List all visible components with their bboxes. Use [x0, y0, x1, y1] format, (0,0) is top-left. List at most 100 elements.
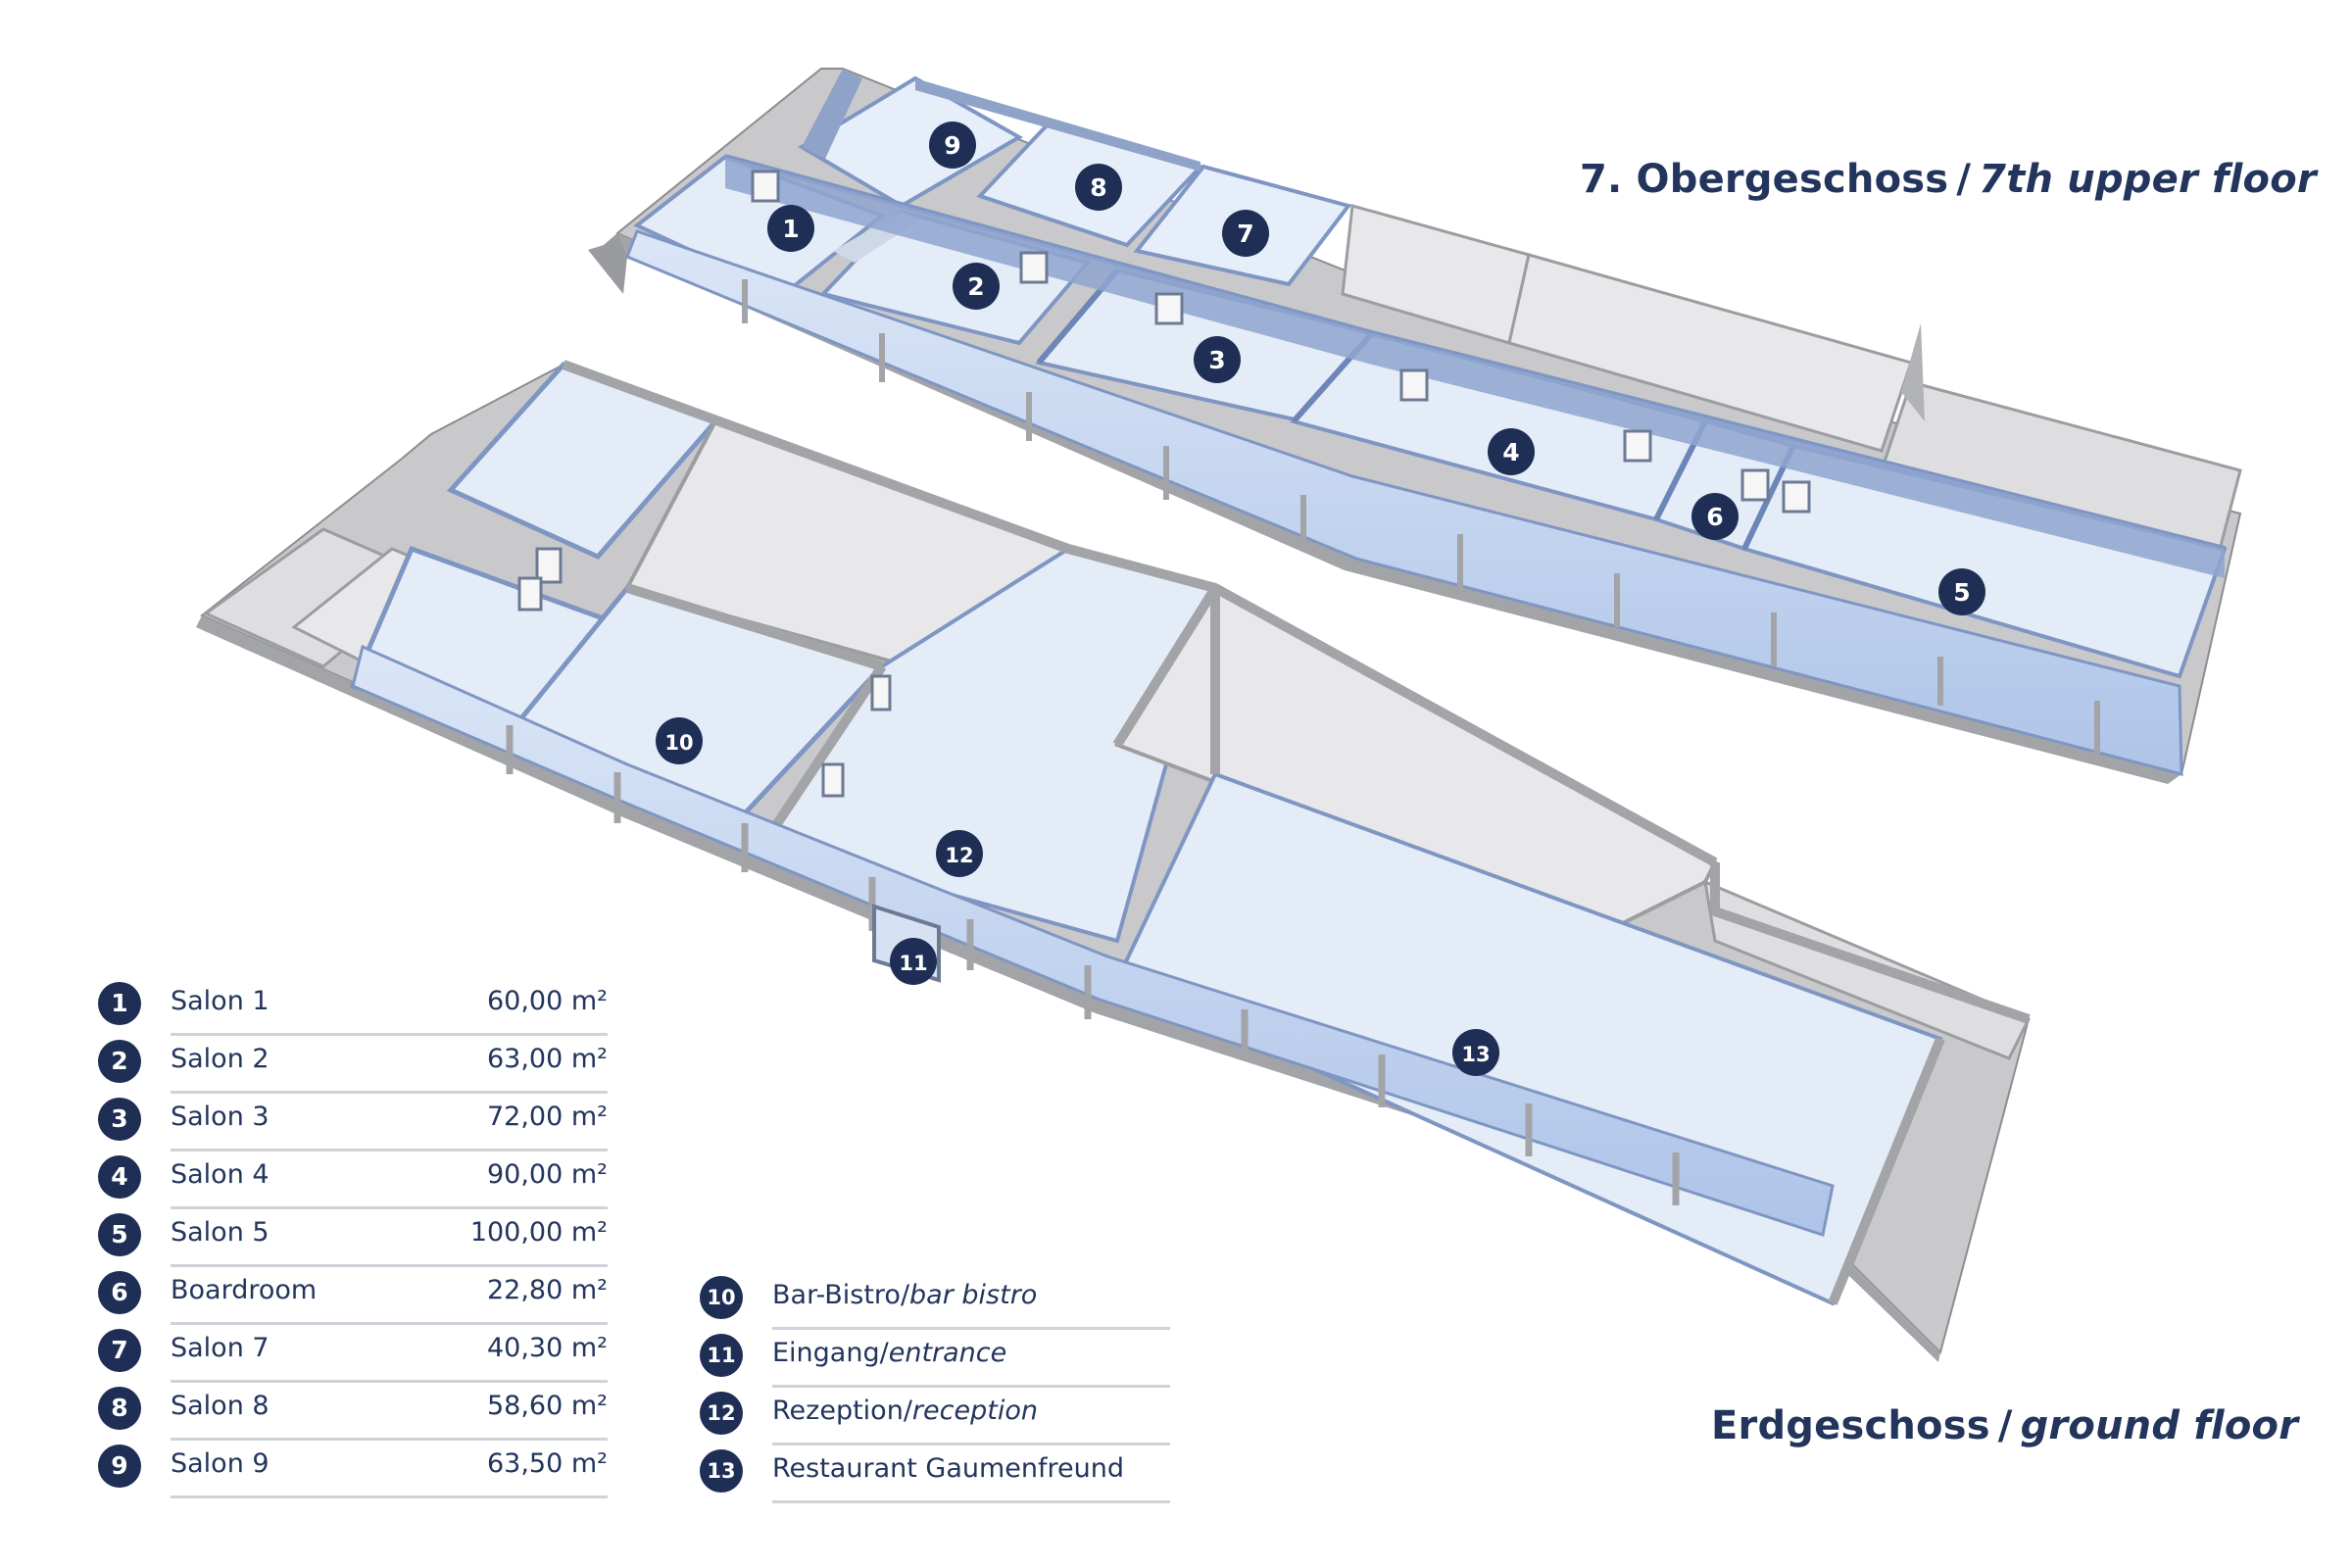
legend-room-name: Salon 3 — [171, 1102, 270, 1132]
legend-number-badge: 4 — [98, 1155, 141, 1199]
svg-text:12: 12 — [945, 844, 973, 867]
legend-number-badge: 10 — [700, 1276, 743, 1319]
svg-text:5: 5 — [1953, 578, 1970, 607]
legend-area-name-en: entrance — [888, 1338, 1007, 1368]
marker-12[interactable]: 12 — [936, 830, 983, 877]
svg-text:4: 4 — [1502, 438, 1519, 466]
legend-room-size: 58,60 m² — [486, 1391, 608, 1421]
marker-10[interactable]: 10 — [656, 717, 703, 764]
ground-floor-title-en: ground floor — [2020, 1403, 2299, 1448]
svg-text:10: 10 — [664, 731, 693, 755]
legend-row-bar-bistro[interactable]: 10 Bar-Bistro/bar bistro — [700, 1274, 1190, 1332]
legend-number-badge: 7 — [98, 1329, 141, 1372]
legend-divider — [171, 1380, 608, 1383]
legend-divider — [772, 1500, 1170, 1503]
legend-area-separator: / — [900, 1280, 910, 1310]
legend-divider — [171, 1322, 608, 1325]
legend-number-badge: 5 — [98, 1213, 141, 1256]
legend-area-separator: / — [879, 1338, 889, 1368]
legend-divider — [171, 1438, 608, 1441]
marker-4[interactable]: 4 — [1488, 428, 1535, 475]
upper-floor-plan — [588, 68, 2242, 784]
marker-6[interactable]: 6 — [1691, 493, 1739, 540]
legend-room-size: 40,30 m² — [486, 1333, 608, 1363]
legend-room-size: 90,00 m² — [486, 1159, 608, 1190]
legend-room-name: Salon 2 — [171, 1044, 270, 1074]
legend-number-badge: 9 — [98, 1445, 141, 1488]
legend-room-name: Salon 9 — [171, 1448, 270, 1479]
upper-floor-title-en: 7th upper floor — [1979, 157, 2317, 202]
ground-floor-title-de: Erdgeschoss — [1711, 1403, 1990, 1448]
legend-area-name-de: Restaurant Gaumenfreund — [772, 1453, 1124, 1484]
legend-room-name: Salon 4 — [171, 1159, 270, 1190]
legend-divider — [772, 1385, 1170, 1388]
legend-room-name: Boardroom — [171, 1275, 318, 1305]
legend-room-name: Salon 8 — [171, 1391, 270, 1421]
legend-row-reception[interactable]: 12 Rezeption/reception — [700, 1390, 1190, 1447]
svg-text:13: 13 — [1461, 1043, 1490, 1066]
legend-area-separator: / — [903, 1396, 912, 1426]
legend-area-name: Restaurant Gaumenfreund — [772, 1453, 1124, 1484]
marker-1[interactable]: 1 — [767, 205, 814, 252]
marker-7[interactable]: 7 — [1222, 210, 1269, 257]
legend-area-name: Eingang/entrance — [772, 1338, 1006, 1368]
legend-number-badge: 13 — [700, 1449, 743, 1493]
marker-2[interactable]: 2 — [953, 263, 1000, 310]
legend-divider — [171, 1495, 608, 1498]
plan-markers: 1 2 3 4 5 6 7 8 9 10 11 12 13 — [656, 122, 1985, 1076]
legend-row-restaurant[interactable]: 13 Restaurant Gaumenfreund — [700, 1447, 1190, 1505]
legend-room-size: 72,00 m² — [486, 1102, 608, 1132]
marker-11[interactable]: 11 — [890, 938, 937, 985]
legend-row-salon-4[interactable]: 4 Salon 4 90,00 m² — [98, 1153, 608, 1211]
legend-number-badge: 11 — [700, 1334, 743, 1377]
legend-divider — [171, 1033, 608, 1036]
legend-row-salon-2[interactable]: 2 Salon 2 63,00 m² — [98, 1038, 608, 1096]
upper-floor-title-de: 7. Obergeschoss — [1580, 157, 1949, 202]
marker-13[interactable]: 13 — [1452, 1029, 1499, 1076]
legend-number-badge: 2 — [98, 1040, 141, 1083]
legend-row-salon-8[interactable]: 8 Salon 8 58,60 m² — [98, 1385, 608, 1443]
ground-floor-plan — [196, 360, 2032, 1362]
upper-floor-title-separator: / — [1956, 157, 1972, 202]
legend-area-name-de: Bar-Bistro — [772, 1280, 901, 1310]
legend-area-name-en: reception — [911, 1396, 1038, 1426]
legend-room-size: 60,00 m² — [486, 986, 608, 1016]
legend-divider — [171, 1149, 608, 1152]
legend-room-size: 100,00 m² — [469, 1217, 608, 1248]
legend-number-badge: 1 — [98, 982, 141, 1025]
legend-area-name-de: Rezeption — [772, 1396, 904, 1426]
marker-3[interactable]: 3 — [1194, 336, 1241, 383]
svg-text:7: 7 — [1237, 220, 1253, 248]
marker-5[interactable]: 5 — [1938, 568, 1985, 615]
svg-text:11: 11 — [899, 952, 927, 975]
legend-divider — [171, 1206, 608, 1209]
ground-floor-title: Erdgeschoss/ground floor — [1711, 1403, 2298, 1448]
svg-text:8: 8 — [1090, 173, 1106, 202]
upper-floor-title: 7. Obergeschoss/7th upper floor — [1580, 157, 2317, 202]
legend-area-name: Bar-Bistro/bar bistro — [772, 1280, 1037, 1310]
legend-room-size: 63,00 m² — [486, 1044, 608, 1074]
svg-text:2: 2 — [967, 272, 984, 301]
legend-area-name: Rezeption/reception — [772, 1396, 1038, 1426]
svg-text:1: 1 — [782, 215, 799, 243]
marker-8[interactable]: 8 — [1075, 164, 1122, 211]
legend-area-name-en: bar bistro — [909, 1280, 1038, 1310]
marker-9[interactable]: 9 — [929, 122, 976, 169]
legend-number-badge: 12 — [700, 1392, 743, 1435]
legend-row-entrance[interactable]: 11 Eingang/entrance — [700, 1332, 1190, 1390]
svg-text:3: 3 — [1208, 346, 1225, 374]
legend-number-badge: 8 — [98, 1387, 141, 1430]
legend-divider — [171, 1264, 608, 1267]
legend-room-size: 22,80 m² — [486, 1275, 608, 1305]
svg-text:9: 9 — [944, 131, 960, 160]
legend-divider — [171, 1091, 608, 1094]
